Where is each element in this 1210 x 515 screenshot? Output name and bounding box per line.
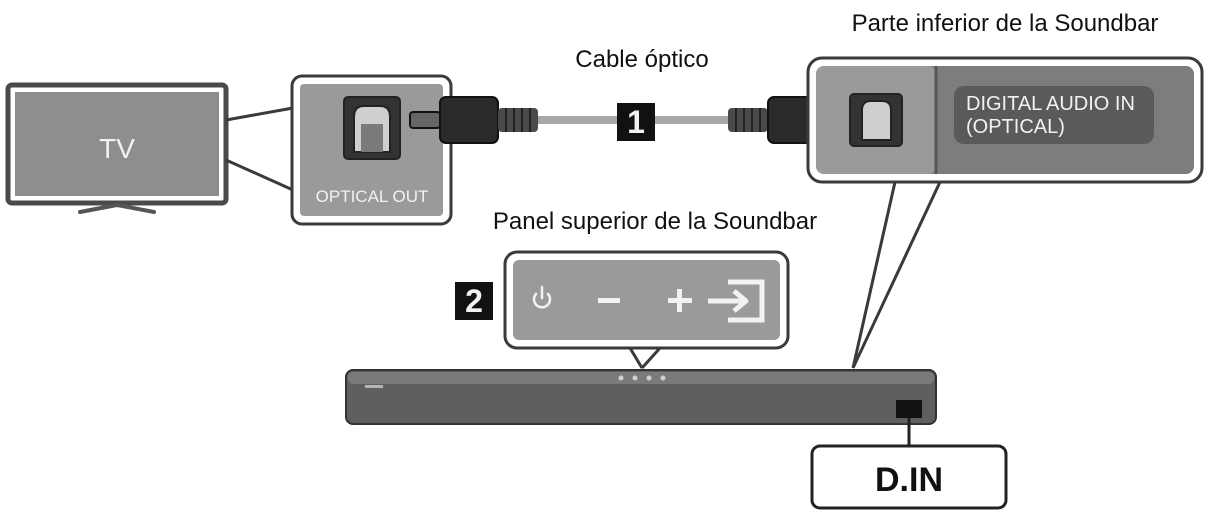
digital-audio-in-port-icon	[849, 93, 903, 147]
step-1-label: 1	[627, 104, 645, 140]
din-callout: D.IN	[810, 444, 1008, 510]
bottom-callout-pointer	[851, 181, 942, 369]
soundbar-top-button	[632, 375, 638, 381]
plus-icon	[668, 289, 692, 312]
optical-out-label: OPTICAL OUT	[316, 187, 429, 206]
soundbar-top-button	[646, 375, 652, 381]
digital-audio-in-label: DIGITAL AUDIO IN	[966, 93, 1135, 115]
optical-out-callout: OPTICAL OUT	[290, 74, 453, 226]
soundbar-din-port	[896, 400, 922, 418]
step-2-label: 2	[465, 283, 483, 319]
digital-audio-in-callout: DIGITAL AUDIO IN (OPTICAL)	[806, 56, 1204, 184]
soundbar	[345, 369, 937, 425]
top-panel-callout	[503, 250, 790, 350]
step-1-badge: 1	[617, 103, 655, 141]
optical-out-port-icon	[343, 96, 401, 160]
soundbar-top-panel-label: Panel superior de la Soundbar	[493, 208, 817, 235]
tv-callout-pointer	[225, 106, 294, 192]
soundbar-top-button	[660, 375, 666, 381]
top-panel-callout-pointer	[628, 346, 662, 370]
digital-audio-in-sublabel: (OPTICAL)	[966, 116, 1065, 138]
soundbar-bottom-label: Parte inferior de la Soundbar	[852, 10, 1159, 37]
tv-label: TV	[99, 133, 135, 164]
cable-label: Cable óptico	[575, 46, 708, 73]
soundbar-top-button	[618, 375, 624, 381]
source-input-icon	[708, 279, 765, 323]
minus-icon	[598, 298, 620, 303]
din-label: D.IN	[875, 461, 943, 499]
step-2-badge: 2	[455, 282, 493, 320]
tv: TV	[5, 82, 229, 214]
soundbar-logo	[365, 385, 383, 388]
power-icon	[532, 285, 552, 309]
